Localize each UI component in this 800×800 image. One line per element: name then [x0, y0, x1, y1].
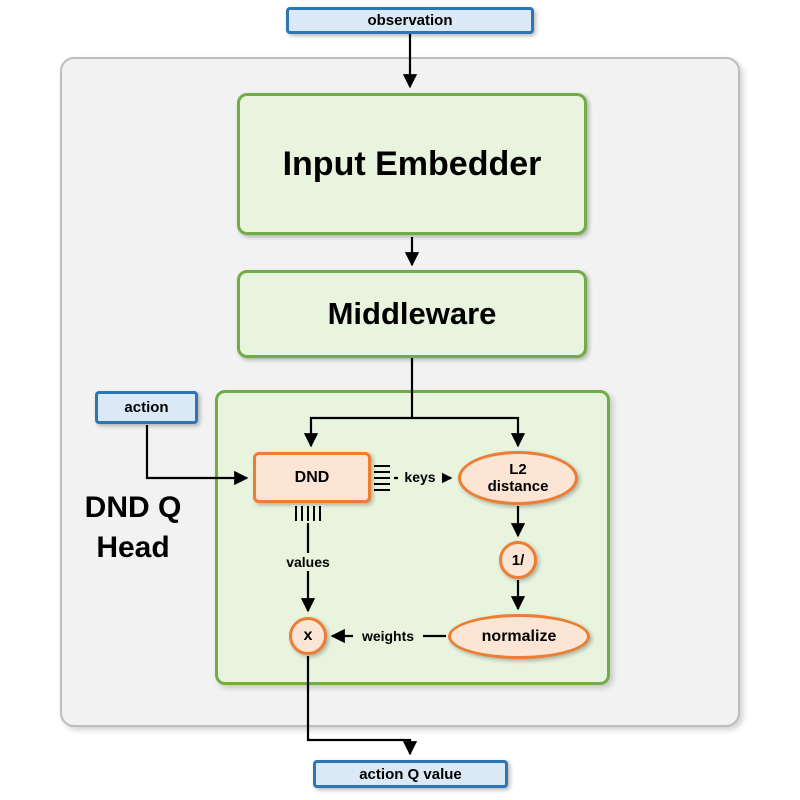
head-title-line1: DND Q	[84, 491, 182, 524]
l2-distance-line2: distance	[487, 478, 549, 495]
input-embedder-label: Input Embedder	[282, 144, 542, 183]
normalize-label: normalize	[481, 627, 557, 645]
head-title-line2: Head	[96, 531, 170, 564]
head-title: DND Q Head	[58, 488, 208, 568]
action-q-value-label: action Q value	[359, 765, 462, 783]
reciprocal-node: 1/	[499, 541, 537, 579]
weights-edge-label: weights	[353, 627, 423, 645]
l2-distance-line1: L2	[509, 461, 527, 478]
multiply-label: x	[303, 627, 313, 644]
observation-box: observation	[286, 7, 534, 34]
multiply-node: x	[289, 617, 327, 655]
middleware-block: Middleware	[237, 270, 587, 358]
reciprocal-label: 1/	[511, 551, 525, 569]
l2-distance-node: L2 distance	[458, 451, 578, 505]
action-label: action	[124, 399, 169, 416]
normalize-node: normalize	[448, 614, 590, 659]
action-box: action	[95, 391, 198, 424]
values-edge-label: values	[281, 553, 335, 571]
keys-edge-label: keys	[398, 468, 442, 486]
middleware-label: Middleware	[327, 296, 497, 331]
dnd-memory-block: DND	[253, 452, 371, 503]
input-embedder-block: Input Embedder	[237, 93, 587, 235]
action-q-value-box: action Q value	[313, 760, 508, 788]
dnd-label: DND	[294, 468, 330, 486]
observation-label: observation	[367, 12, 453, 29]
